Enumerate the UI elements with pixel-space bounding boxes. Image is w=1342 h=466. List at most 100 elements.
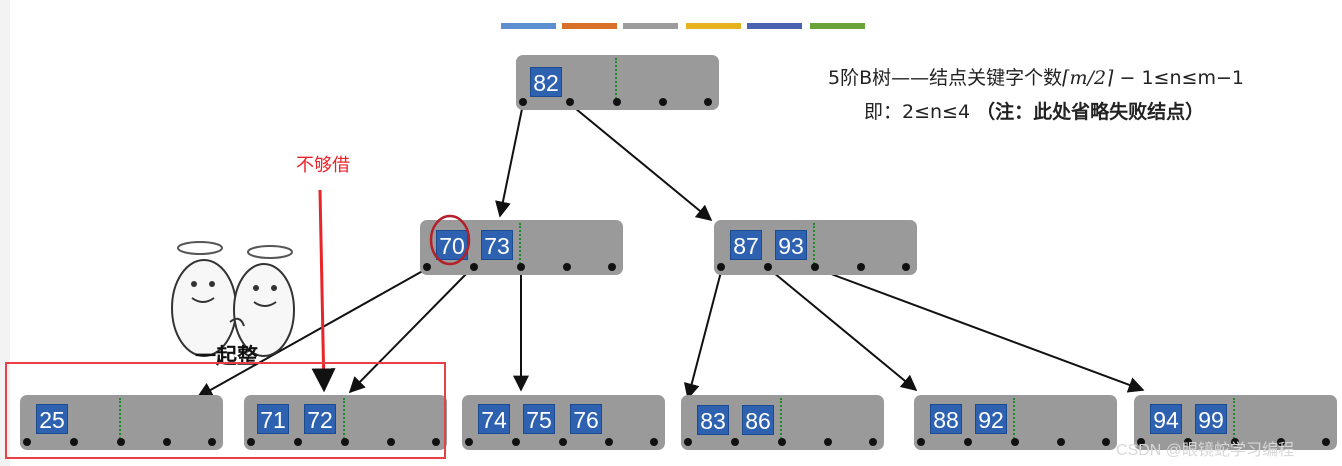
key-86: 86	[742, 405, 774, 435]
pointer-dot	[470, 263, 478, 271]
separator	[813, 223, 815, 268]
note-lead: 即：2≤n≤4	[864, 101, 977, 123]
pointer-dot	[1184, 438, 1192, 446]
key-82: 82	[530, 67, 562, 97]
pointer-dot	[1137, 438, 1145, 446]
pointer-dot	[1057, 438, 1065, 446]
key-71: 71	[257, 404, 289, 434]
pointer-dot	[1011, 438, 1019, 446]
edge-87-to-83	[683, 267, 723, 400]
tree-leaf-1: 25	[20, 395, 223, 450]
tree-leaf-5: 88 92	[914, 395, 1117, 450]
key-70: 70	[436, 230, 468, 260]
pointer-dot	[387, 438, 395, 446]
edge-root-to-right	[569, 103, 713, 222]
formula-suffix: − 1≤n≤m−1	[1113, 67, 1244, 89]
meme-caption: 一起整	[195, 344, 258, 368]
edge-root-to-left	[495, 103, 524, 218]
annotation-arrow	[311, 189, 336, 393]
header-bar-5	[747, 23, 802, 29]
tree-node-root: 82	[516, 55, 719, 110]
highlight-circle-70	[429, 214, 471, 266]
tree-leaf-6: 94 99	[1134, 395, 1337, 450]
separator	[1013, 398, 1015, 443]
edge-right-to-94	[814, 267, 1145, 393]
pointer-dot	[659, 98, 667, 106]
pointer-dot	[1102, 438, 1110, 446]
edge-70-to-25	[196, 267, 429, 398]
pointer-dot	[519, 98, 527, 106]
pointer-dot	[811, 263, 819, 271]
pointer-dot	[778, 438, 786, 446]
separator	[119, 398, 121, 443]
header-bar-6	[810, 23, 865, 29]
key-76: 76	[570, 404, 602, 434]
left-edge-strip	[0, 0, 10, 466]
note-line: 即：2≤n≤4 （注：此处省略失败结点）	[864, 97, 1204, 124]
edge-70-to-71	[348, 267, 473, 394]
pointer-dot	[605, 438, 613, 446]
edge-93-to-88	[767, 267, 918, 392]
pointer-dot	[824, 438, 832, 446]
pointer-dot	[608, 263, 616, 271]
key-94: 94	[1150, 404, 1182, 434]
key-83: 83	[697, 405, 729, 435]
pointer-dot	[23, 438, 31, 446]
watermark: CSDN @眼镜蛇学习编程	[1116, 442, 1295, 459]
pointer-dot	[764, 263, 772, 271]
formula-prefix: 5阶B树——结点关键字个数	[828, 67, 1063, 89]
pointer-dot	[964, 438, 972, 446]
key-74: 74	[478, 404, 510, 434]
key-88: 88	[930, 404, 962, 434]
meme-illustration	[171, 241, 295, 357]
tree-leaf-3: 74 75 76	[462, 395, 665, 450]
tree-node-internal-right: 87 93	[714, 220, 917, 275]
pointer-dot	[902, 263, 910, 271]
pointer-dot	[1231, 438, 1239, 446]
pointer-dot	[563, 263, 571, 271]
pointer-dot	[247, 438, 255, 446]
key-75: 75	[523, 404, 555, 434]
pointer-dot	[917, 438, 925, 446]
separator	[1233, 398, 1235, 443]
pointer-dot	[731, 438, 739, 446]
pointer-dot	[517, 263, 525, 271]
separator	[780, 398, 782, 443]
pointer-dot	[70, 438, 78, 446]
tree-leaf-2: 71 72	[244, 395, 447, 450]
tree-leaf-4: 83 86	[681, 395, 884, 450]
key-25: 25	[36, 404, 68, 434]
pointer-dot	[512, 438, 520, 446]
pointer-dot	[559, 438, 567, 446]
key-73: 73	[481, 230, 513, 260]
pointer-dot	[432, 438, 440, 446]
pointer-dot	[117, 438, 125, 446]
separator	[343, 398, 345, 443]
separator	[615, 58, 617, 103]
note-bold: （注：此处省略失败结点）	[976, 101, 1205, 123]
tree-node-internal-left: 70 73	[420, 220, 623, 275]
pointer-dot	[163, 438, 171, 446]
pointer-dot	[465, 438, 473, 446]
separator	[519, 223, 521, 268]
pointer-dot	[717, 263, 725, 271]
header-bar-1	[501, 23, 556, 29]
pointer-dot	[566, 98, 574, 106]
key-99: 99	[1195, 404, 1227, 434]
pointer-dot	[1322, 438, 1330, 446]
key-72: 72	[304, 404, 336, 434]
pointer-dot	[684, 438, 692, 446]
pointer-dot	[294, 438, 302, 446]
formula-line: 5阶B树——结点关键字个数⌈m/2⌉ − 1≤n≤m−1	[828, 63, 1244, 90]
pointer-dot	[1277, 438, 1285, 446]
pointer-dot	[341, 438, 349, 446]
header-bar-2	[562, 23, 617, 29]
header-bar-3	[623, 23, 678, 29]
pointer-dot	[613, 98, 621, 106]
formula-ceil: ⌈m/2⌉	[1062, 67, 1114, 89]
key-92: 92	[975, 404, 1007, 434]
key-87: 87	[730, 230, 762, 260]
pointer-dot	[423, 263, 431, 271]
